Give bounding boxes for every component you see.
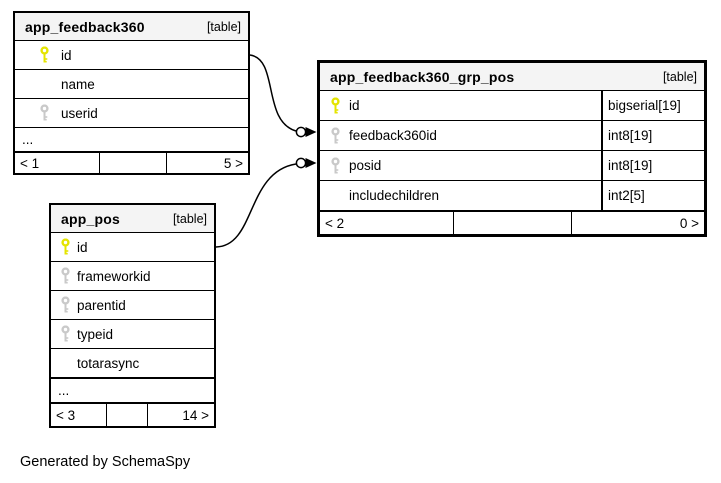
- column-row-parentid: parentid: [51, 291, 214, 320]
- table-header[interactable]: app_pos [table]: [51, 205, 214, 233]
- primary-key-icon: [39, 46, 50, 64]
- table-header[interactable]: app_feedback360 [table]: [15, 13, 248, 41]
- type-column-divider: [601, 91, 603, 120]
- zero-cardinality-circle: [295, 157, 307, 169]
- table-footer: < 3 14 >: [51, 403, 214, 426]
- foreign-key-icon: [330, 157, 341, 174]
- column-type: int2[5]: [608, 188, 645, 203]
- column-row-typeid: typeid: [51, 320, 214, 349]
- table-name: app_feedback360: [25, 18, 145, 35]
- arrowhead-icon: [305, 158, 317, 168]
- column-type: int8[19]: [608, 128, 653, 143]
- hidden-columns-ellipsis: ...: [15, 128, 248, 152]
- table-type-label: [table]: [662, 69, 697, 84]
- footer-related-in-count: < 1: [15, 153, 100, 173]
- primary-key-icon: [330, 97, 341, 114]
- column-name: id: [77, 239, 88, 255]
- column-type: bigserial[19]: [608, 98, 681, 113]
- footer-related-out-count: 0 >: [679, 215, 699, 231]
- column-row-id: id bigserial[19]: [320, 91, 704, 121]
- type-column-divider: [601, 181, 603, 210]
- column-row-name: name: [15, 70, 248, 99]
- footer-related-out-count: 14 >: [182, 407, 209, 423]
- foreign-key-icon: [330, 127, 341, 144]
- column-name: typeid: [77, 326, 114, 342]
- column-row-id: id: [15, 41, 248, 70]
- column-type: int8[19]: [608, 158, 653, 173]
- column-row-includechildren: includechildren int2[5]: [320, 181, 704, 211]
- column-row-frameworkid: frameworkid: [51, 262, 214, 291]
- type-column-divider: [601, 121, 603, 150]
- footer-related-out-count: 5 >: [223, 155, 243, 171]
- column-name: name: [61, 76, 95, 92]
- table-node-app_feedback360_grp_pos[interactable]: app_feedback360_grp_pos [table] id bigse…: [317, 60, 707, 237]
- table-footer: < 2 0 >: [320, 211, 704, 234]
- table-node-app_feedback360[interactable]: app_feedback360 [table] id name userid .…: [13, 11, 250, 175]
- column-name: posid: [349, 158, 382, 173]
- table-name: app_feedback360_grp_pos: [330, 68, 515, 85]
- fk-edge-feedback360id: [249, 54, 317, 138]
- primary-key-icon: [60, 238, 71, 256]
- foreign-key-icon: [60, 325, 71, 343]
- column-name: frameworkid: [77, 268, 151, 284]
- hidden-columns-ellipsis: ...: [51, 378, 214, 403]
- column-name: feedback360id: [349, 128, 437, 143]
- footer-related-in-count: < 2: [320, 212, 454, 234]
- table-name: app_pos: [61, 210, 120, 227]
- footer-middle-cell: [100, 153, 167, 173]
- foreign-key-icon: [60, 267, 71, 285]
- table-node-app_pos[interactable]: app_pos [table] id frameworkid parentid …: [49, 203, 216, 428]
- column-row-id: id: [51, 233, 214, 262]
- column-name: userid: [61, 105, 98, 121]
- column-row-userid: userid: [15, 99, 248, 128]
- foreign-key-icon: [60, 296, 71, 314]
- table-type-label: [table]: [172, 211, 207, 226]
- table-type-label: [table]: [206, 19, 241, 34]
- generator-note: Generated by SchemaSpy: [20, 454, 191, 470]
- column-name: id: [61, 47, 72, 63]
- column-name: includechildren: [349, 188, 440, 203]
- footer-middle-cell: [107, 404, 148, 426]
- type-column-divider: [601, 151, 603, 180]
- footer-related-in-count: < 3: [51, 404, 107, 426]
- table-header[interactable]: app_feedback360_grp_pos [table]: [320, 63, 704, 91]
- column-row-feedback360id: feedback360id int8[19]: [320, 121, 704, 151]
- column-name: totarasync: [77, 355, 140, 371]
- column-row-posid: posid int8[19]: [320, 151, 704, 181]
- foreign-key-icon: [39, 104, 50, 122]
- column-row-totarasync: totarasync: [51, 349, 214, 378]
- table-footer: < 1 5 >: [15, 152, 248, 173]
- column-name: parentid: [77, 297, 126, 313]
- column-name: id: [349, 98, 360, 113]
- footer-middle-cell: [454, 212, 572, 234]
- arrowhead-icon: [305, 127, 317, 137]
- zero-cardinality-circle: [295, 126, 307, 138]
